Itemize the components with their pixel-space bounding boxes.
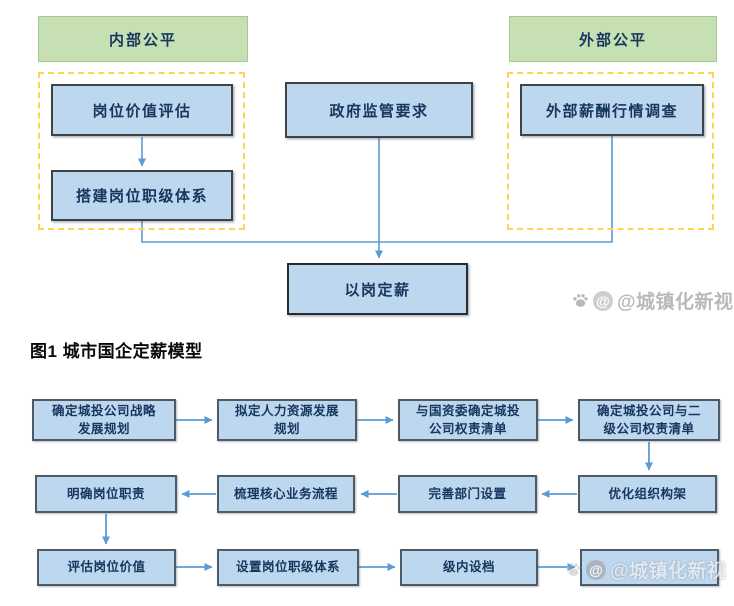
rank-system-box: 搭建岗位职级体系: [51, 170, 233, 221]
job-value-assessment-box: 岗位价值评估: [51, 84, 233, 136]
internal-dashed-frame: [38, 72, 245, 230]
external-dashed-frame: [507, 72, 714, 230]
government-regulation-box: 政府监管要求: [285, 82, 473, 138]
flow-box-core-process: 梳理核心业务流程: [217, 475, 355, 513]
paw-icon: [566, 563, 581, 576]
flow-box-department-setup: 完善部门设置: [398, 475, 537, 513]
paw-icon: [573, 294, 588, 307]
watermark-lower: @ @城镇化新视: [565, 556, 727, 583]
flow-box-clarify-duties: 明确岗位职责: [35, 475, 177, 513]
watermark-text: @城镇化新视: [617, 292, 734, 313]
watermark-text: @城镇化新视: [610, 561, 727, 582]
external-salary-survey-box: 外部薪酬行情调查: [520, 84, 704, 136]
watermark-upper: @ @城镇化新视: [572, 287, 734, 314]
flow-box-optimize-structure: 优化组织构架: [578, 475, 717, 513]
flow-box-sasac-duty-list: 与国资委确定城投 公司权责清单: [398, 399, 538, 441]
internal-fairness-header: 内部公平: [38, 16, 248, 62]
figure-caption: 图1 城市国企定薪模型: [30, 342, 203, 361]
flow-box-hr-plan: 拟定人力资源发展 规划: [217, 399, 357, 441]
external-fairness-header: 外部公平: [509, 16, 717, 62]
avatar-at-icon: @: [593, 290, 613, 311]
flow-box-obscured: [580, 549, 719, 586]
flow-box-assess-job-value: 评估岗位价值: [37, 549, 176, 586]
flow-box-grade-levels: 级内设档: [400, 549, 538, 586]
salary-by-post-box: 以岗定薪: [287, 263, 468, 315]
avatar-at-icon: @: [586, 559, 606, 580]
flow-box-strategy-plan: 确定城投公司战略 发展规划: [32, 399, 176, 441]
flow-box-set-rank-system: 设置岗位职级体系: [217, 549, 359, 586]
flow-box-subsidiary-duty-list: 确定城投公司与二 级公司权责清单: [578, 399, 720, 441]
